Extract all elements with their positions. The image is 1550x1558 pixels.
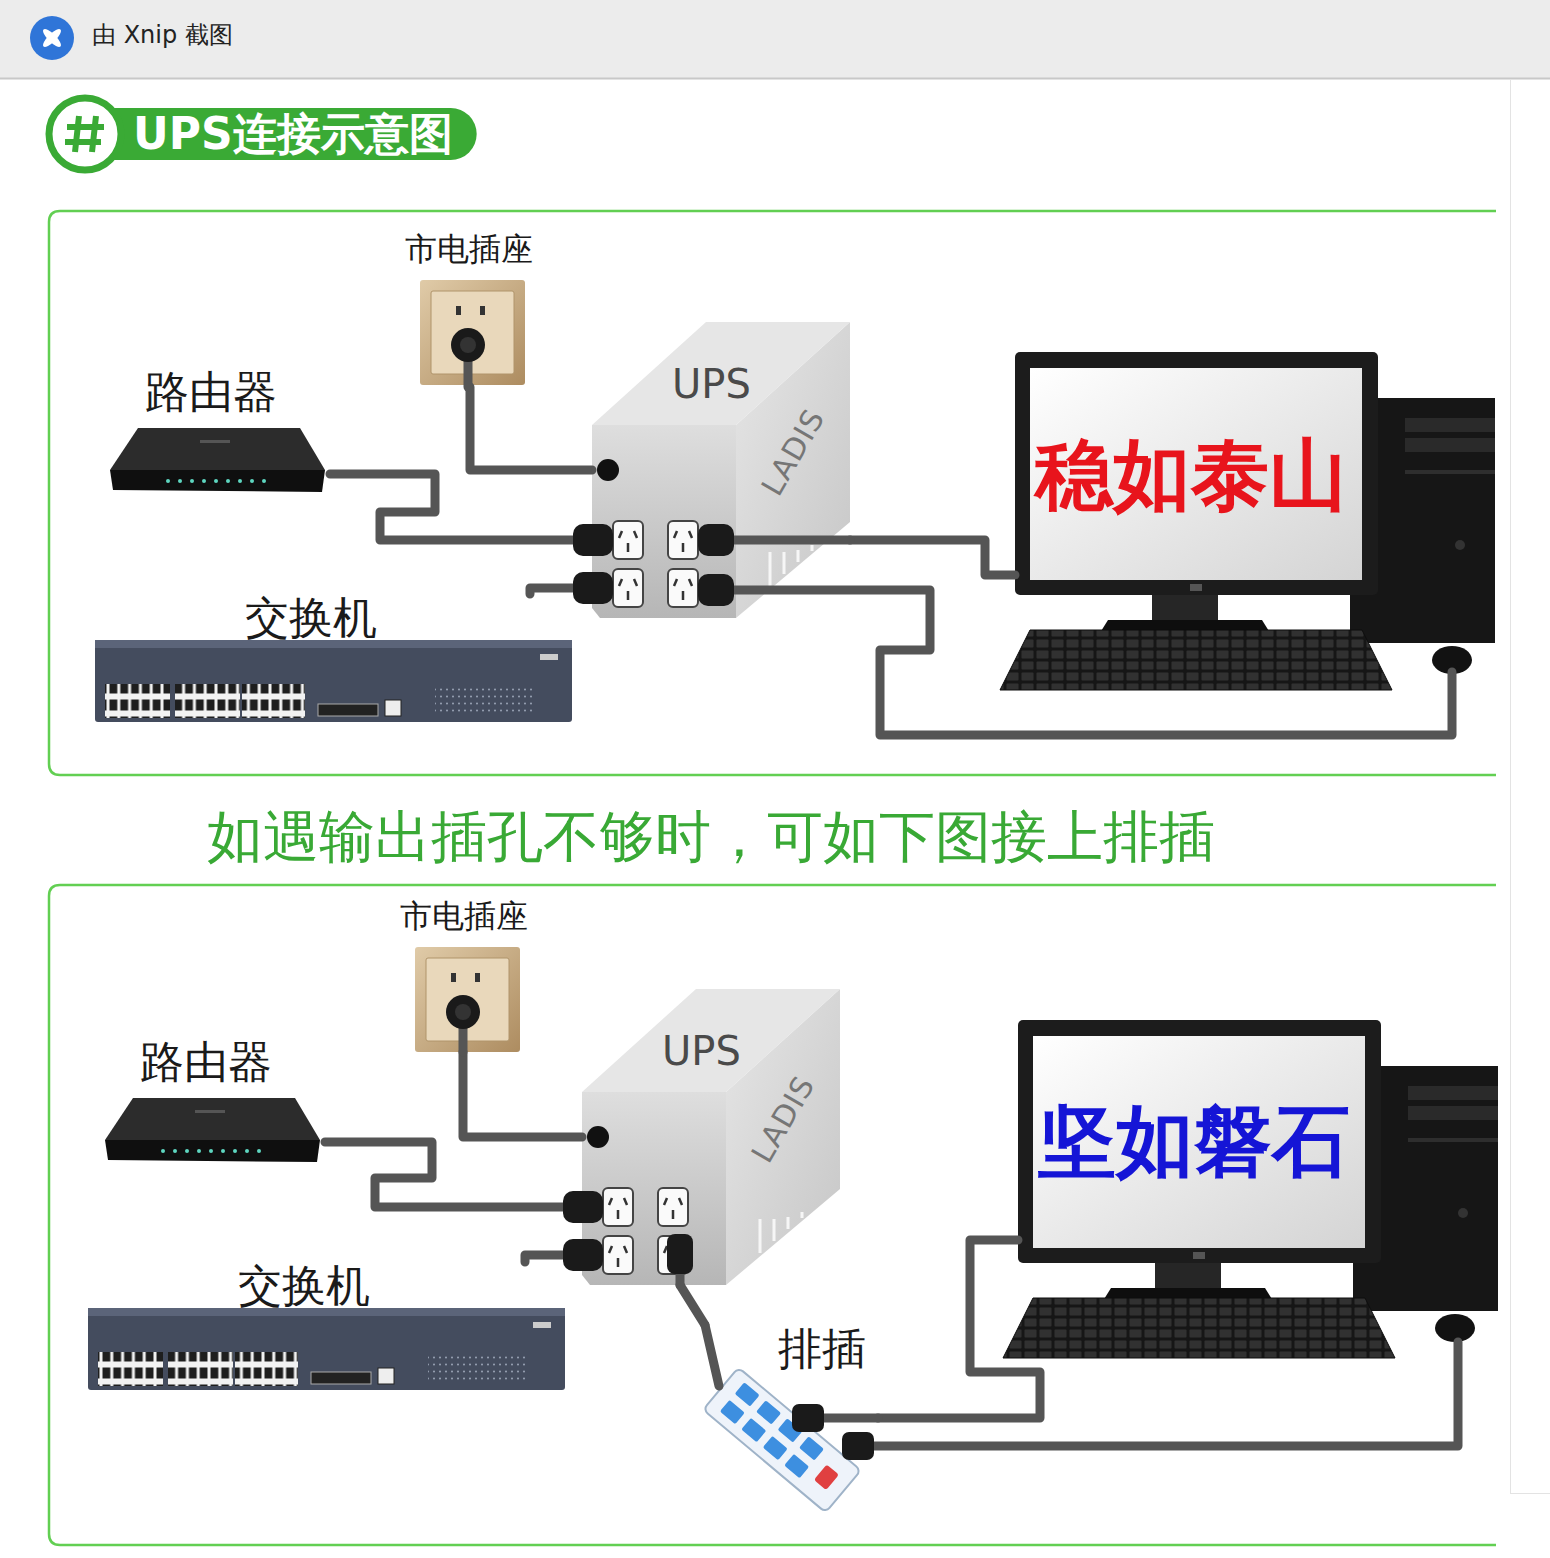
ups-illustration — [592, 322, 850, 618]
power-strip-illustration — [703, 1368, 861, 1513]
cable — [720, 590, 1452, 735]
brand-label: LADIS — [755, 403, 831, 501]
cable — [705, 1325, 719, 1386]
wall-socket-illustration — [415, 947, 520, 1052]
power-strip-illustration — [799, 1436, 824, 1460]
app-icon — [41, 27, 64, 50]
computer-illustration — [1003, 1020, 1498, 1358]
network-switch: 交换机 — [84, 1262, 570, 1392]
power-strip-illustration — [735, 1382, 760, 1406]
scrollbar-edge — [1510, 80, 1511, 1493]
plug — [446, 995, 480, 1029]
wall-socket: 市电插座 — [400, 899, 545, 1052]
node-label: 市电插座 — [400, 899, 528, 934]
plug — [563, 1239, 603, 1271]
node-label: UPS — [672, 362, 751, 406]
app-icon — [30, 16, 74, 60]
monitor-screen: 坚如磐石 — [1018, 1020, 1381, 1263]
power-cable — [330, 474, 592, 540]
power-strip-illustration — [756, 1400, 781, 1424]
power-strip-illustration — [741, 1418, 766, 1442]
power-strip: 排插 — [698, 1325, 878, 1515]
cable — [857, 1342, 1458, 1446]
cable — [463, 345, 1458, 1446]
title-badge — [49, 98, 477, 170]
ups-illustration — [582, 989, 840, 1285]
plug — [792, 1404, 824, 1432]
plugs-and-cables — [455, 1004, 471, 1020]
power-cable — [463, 1052, 582, 1137]
power-strip-illustration — [703, 1368, 861, 1513]
window-title: 由 Xnip 截图 — [92, 22, 233, 48]
power-cable — [850, 540, 1015, 575]
power-cable — [878, 1240, 1040, 1418]
panel-frame — [49, 211, 1496, 775]
network-switch: 交换机 — [90, 594, 575, 726]
power-cable — [325, 1142, 582, 1207]
node-label: 交换机 — [238, 1262, 370, 1310]
ups-unit: UPSLADIS — [582, 989, 840, 1285]
router-illustration — [110, 428, 325, 492]
title-badge — [49, 98, 121, 170]
power-strip-illustration — [763, 1436, 788, 1460]
node-label: 交换机 — [245, 594, 377, 642]
plug — [698, 574, 734, 606]
power-cable — [470, 387, 592, 470]
node-label: 排插 — [778, 1325, 866, 1373]
ups-unit: UPSLADIS — [592, 322, 850, 620]
app-icon — [41, 27, 64, 50]
cable — [720, 536, 850, 545]
node-label: 坚如磐石 — [1038, 1098, 1350, 1184]
plug — [573, 572, 613, 604]
monitor-screen: 稳如泰山 — [1015, 352, 1378, 595]
title-badge — [70, 108, 477, 160]
node-label: 路由器 — [145, 368, 277, 416]
plug — [573, 524, 613, 556]
title-bar — [0, 0, 1550, 78]
node-label: UPS — [662, 1029, 741, 1073]
node-label: 市电插座 — [405, 232, 533, 267]
node-label: 稳如泰山 — [1035, 432, 1347, 518]
plug — [667, 1234, 693, 1274]
plug — [842, 1432, 874, 1460]
plugs-and-cables — [460, 337, 476, 353]
brand-label: LADIS — [745, 1070, 821, 1168]
title-badge — [65, 116, 104, 152]
power-cable — [680, 1285, 705, 1325]
plug — [451, 328, 485, 362]
power-strip-illustration — [814, 1464, 839, 1490]
diagram-title: UPS连接示意图 — [133, 112, 453, 156]
node-label: 路由器 — [140, 1038, 272, 1086]
computer-illustration — [1000, 352, 1495, 690]
illustration — [1510, 1493, 1550, 1494]
plug — [563, 1191, 603, 1223]
router: 路由器 — [105, 368, 330, 498]
switch-illustration — [95, 640, 572, 722]
power-strip-illustration — [784, 1454, 809, 1478]
note-text: 如遇输出插孔不够时，可如下图接上排插 — [207, 806, 1215, 868]
power-strip-illustration — [720, 1400, 745, 1424]
router-illustration — [105, 1098, 320, 1162]
app-icon — [30, 16, 74, 60]
plug — [698, 524, 734, 556]
wall-socket: 市电插座 — [405, 232, 550, 387]
switch-illustration — [88, 1308, 565, 1390]
plug — [446, 328, 874, 1460]
router: 路由器 — [100, 1038, 325, 1166]
illustration — [0, 78, 1550, 80]
